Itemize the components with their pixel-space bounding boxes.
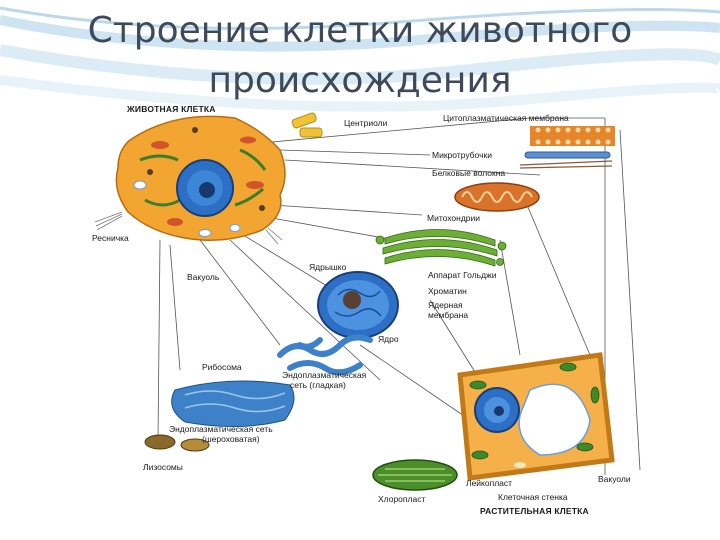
label-ribosome: Рибосома bbox=[202, 362, 242, 372]
label-microtubules: Микротрубочки bbox=[432, 150, 492, 160]
label-nucleolus: Ядрышко bbox=[309, 262, 346, 272]
label-smooth-er-1: Эндоплазматическая bbox=[282, 370, 366, 380]
label-rough-er-2: (шероховатая) bbox=[202, 434, 260, 444]
label-cell-wall: Клеточная стенка bbox=[498, 492, 568, 502]
label-protein-fibers: Белковые волокна bbox=[432, 168, 505, 178]
label-cilium: Ресничка bbox=[92, 233, 129, 243]
cytoplasmic-membrane-icon bbox=[530, 126, 615, 146]
label-vacuoles: Вакуоли bbox=[598, 474, 631, 484]
label-plant-cell: РАСТИТЕЛЬНАЯ КЛЕТКА bbox=[480, 506, 589, 516]
label-vacuole: Вакуоль bbox=[187, 272, 219, 282]
label-nuclear-membrane-2: мембрана bbox=[428, 310, 468, 320]
label-chloroplast: Хлоропласт bbox=[378, 494, 425, 504]
chloroplast-icon bbox=[373, 460, 457, 490]
plant-cell bbox=[460, 355, 612, 478]
protein-fibers-icon bbox=[520, 161, 612, 168]
label-golgi: Аппарат Гольджи bbox=[428, 270, 496, 280]
lysosomes-icon bbox=[145, 435, 209, 451]
label-centrioles: Центриоли bbox=[344, 118, 387, 128]
label-leucoplast: Лейкопласт bbox=[466, 478, 512, 488]
label-mitochondria: Митохондрии bbox=[427, 213, 480, 223]
microtubules-icon bbox=[525, 152, 610, 158]
nucleus-detail-icon bbox=[318, 272, 398, 338]
golgi-apparatus-icon bbox=[376, 229, 506, 266]
label-chromatin: Хроматин bbox=[428, 286, 467, 296]
label-lysosomes: Лизосомы bbox=[143, 462, 183, 472]
label-animal-cell: ЖИВОТНАЯ КЛЕТКА bbox=[127, 104, 216, 114]
label-rough-er-1: Эндоплазматическая сеть bbox=[169, 424, 273, 434]
label-cytoplasmic-membrane: Цитоплазматическая мембрана bbox=[443, 113, 569, 123]
smooth-er-icon bbox=[280, 337, 370, 372]
label-nuclear-membrane-1: Ядерная bbox=[428, 300, 463, 310]
mitochondria-icon bbox=[455, 183, 539, 211]
animal-cell bbox=[95, 116, 285, 244]
rough-er-icon bbox=[172, 381, 294, 427]
label-smooth-er-2: сеть (гладкая) bbox=[290, 380, 346, 390]
centrioles-icon bbox=[291, 112, 322, 137]
label-nucleus: Ядро bbox=[378, 334, 399, 344]
